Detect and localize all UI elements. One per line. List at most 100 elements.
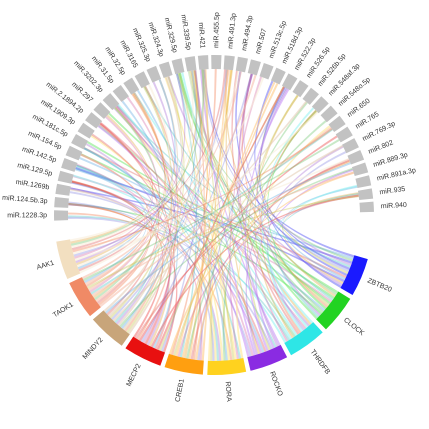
mirna-segment	[146, 65, 162, 83]
mirna-label: miR.935	[379, 186, 406, 196]
mirna-label: miR.765	[354, 111, 380, 131]
chord-link	[183, 69, 233, 359]
chord-link	[83, 147, 347, 279]
mirna-segment	[328, 115, 346, 133]
mirna-segment	[211, 55, 222, 70]
chord-link	[194, 171, 355, 361]
gene-label: ROCKO	[268, 371, 284, 398]
mirna-segment	[85, 112, 103, 129]
gene-label: ZBTB20	[366, 277, 392, 294]
chord-link	[158, 86, 285, 351]
mirna-segment	[335, 126, 353, 143]
chord-link	[77, 79, 176, 270]
mirna-segment	[235, 56, 248, 73]
gene-segment	[56, 239, 81, 280]
gene-label: RORA	[224, 381, 233, 402]
mirna-segment	[77, 122, 95, 139]
mirna-segment	[71, 133, 89, 150]
mirna-label: miR.889.3p	[372, 152, 408, 169]
mirna-segment	[123, 77, 140, 95]
mirna-segment	[292, 80, 309, 98]
gene-label: MECP2	[126, 363, 143, 388]
gene-segment	[316, 291, 351, 330]
mirna-label: miR.455.5p	[213, 12, 221, 48]
gene-label: MINDY2	[82, 337, 105, 361]
mirna-label: miR.142.5p	[21, 146, 57, 164]
gene-segment	[125, 336, 166, 366]
chord-link	[75, 168, 354, 260]
mirna-segment	[55, 183, 71, 196]
mirna-label: miR.1269b	[15, 179, 50, 191]
mirna-segment	[270, 67, 286, 85]
chord-link	[207, 69, 233, 361]
mirna-label: miR.891a.3p	[376, 167, 416, 182]
mirna-segment	[347, 150, 365, 165]
chord-link	[90, 128, 333, 295]
mirna-label: miR.1228.3p	[7, 212, 47, 219]
mirna-segment	[158, 61, 173, 78]
mirna-label: miR.324.3p	[147, 21, 165, 57]
mirna-segment	[281, 73, 298, 91]
chord-link	[94, 106, 161, 301]
gene-segment	[207, 358, 247, 375]
chord-link	[99, 126, 332, 308]
chord-link	[68, 216, 273, 350]
mirna-label: miR.129.5p	[16, 162, 53, 178]
chord-link	[82, 138, 340, 282]
gene-segment	[340, 255, 368, 295]
segments-layer	[54, 55, 374, 375]
gene-segment	[164, 353, 204, 375]
chord-link	[177, 194, 359, 357]
mirna-segment	[320, 105, 338, 123]
mirna-segment	[112, 84, 129, 103]
chord-link	[200, 69, 350, 273]
chord-link	[116, 104, 307, 330]
mirna-label: miR.421	[197, 22, 206, 49]
mirna-segment	[342, 138, 359, 154]
mirna-segment	[311, 96, 329, 114]
mirna-segment	[102, 93, 120, 111]
mirna-segment	[57, 170, 74, 184]
mirna-segment	[93, 102, 111, 120]
mirna-label: miR.491.3p	[227, 13, 237, 49]
mirna-segment	[355, 175, 372, 188]
gene-label: TAOK1	[52, 301, 75, 319]
chord-link	[235, 125, 331, 359]
mirna-label: miR.507	[255, 28, 269, 55]
mirna-segment	[134, 71, 150, 89]
chord-link	[68, 203, 143, 257]
mirna-segment	[359, 201, 374, 213]
chord-link	[203, 69, 355, 258]
mirna-segment	[54, 210, 69, 221]
chord-link	[192, 70, 231, 361]
gene-label: CLOCK	[342, 317, 365, 338]
mirna-segment	[357, 188, 374, 201]
mirna-label: miR.940	[381, 202, 407, 210]
mirna-segment	[65, 145, 83, 161]
chord-link	[74, 158, 350, 261]
gene-segment	[247, 344, 288, 371]
chord-link	[267, 109, 327, 310]
links-layer	[68, 69, 359, 361]
chord-link	[202, 69, 235, 360]
mirna-label: miR.802	[368, 139, 395, 155]
chord-link	[99, 123, 160, 316]
chord-link	[259, 86, 349, 275]
mirna-label: miR.339.5p	[179, 14, 191, 51]
gene-label: AAK1	[36, 260, 55, 272]
chord-link	[201, 69, 229, 361]
gene-label: CREB1	[175, 378, 186, 402]
mirna-segment	[351, 162, 369, 177]
chord-link	[80, 153, 150, 291]
gene-label: THRDFB	[309, 349, 331, 376]
mirna-segment	[61, 158, 78, 172]
mirna-label: miR.494.3p	[241, 15, 254, 52]
chord-link	[225, 69, 261, 355]
mirna-segment	[247, 59, 261, 76]
gene-segment	[69, 277, 101, 317]
mirna-segment	[184, 56, 197, 72]
chord-link	[261, 107, 315, 328]
mirna-segment	[259, 62, 274, 80]
